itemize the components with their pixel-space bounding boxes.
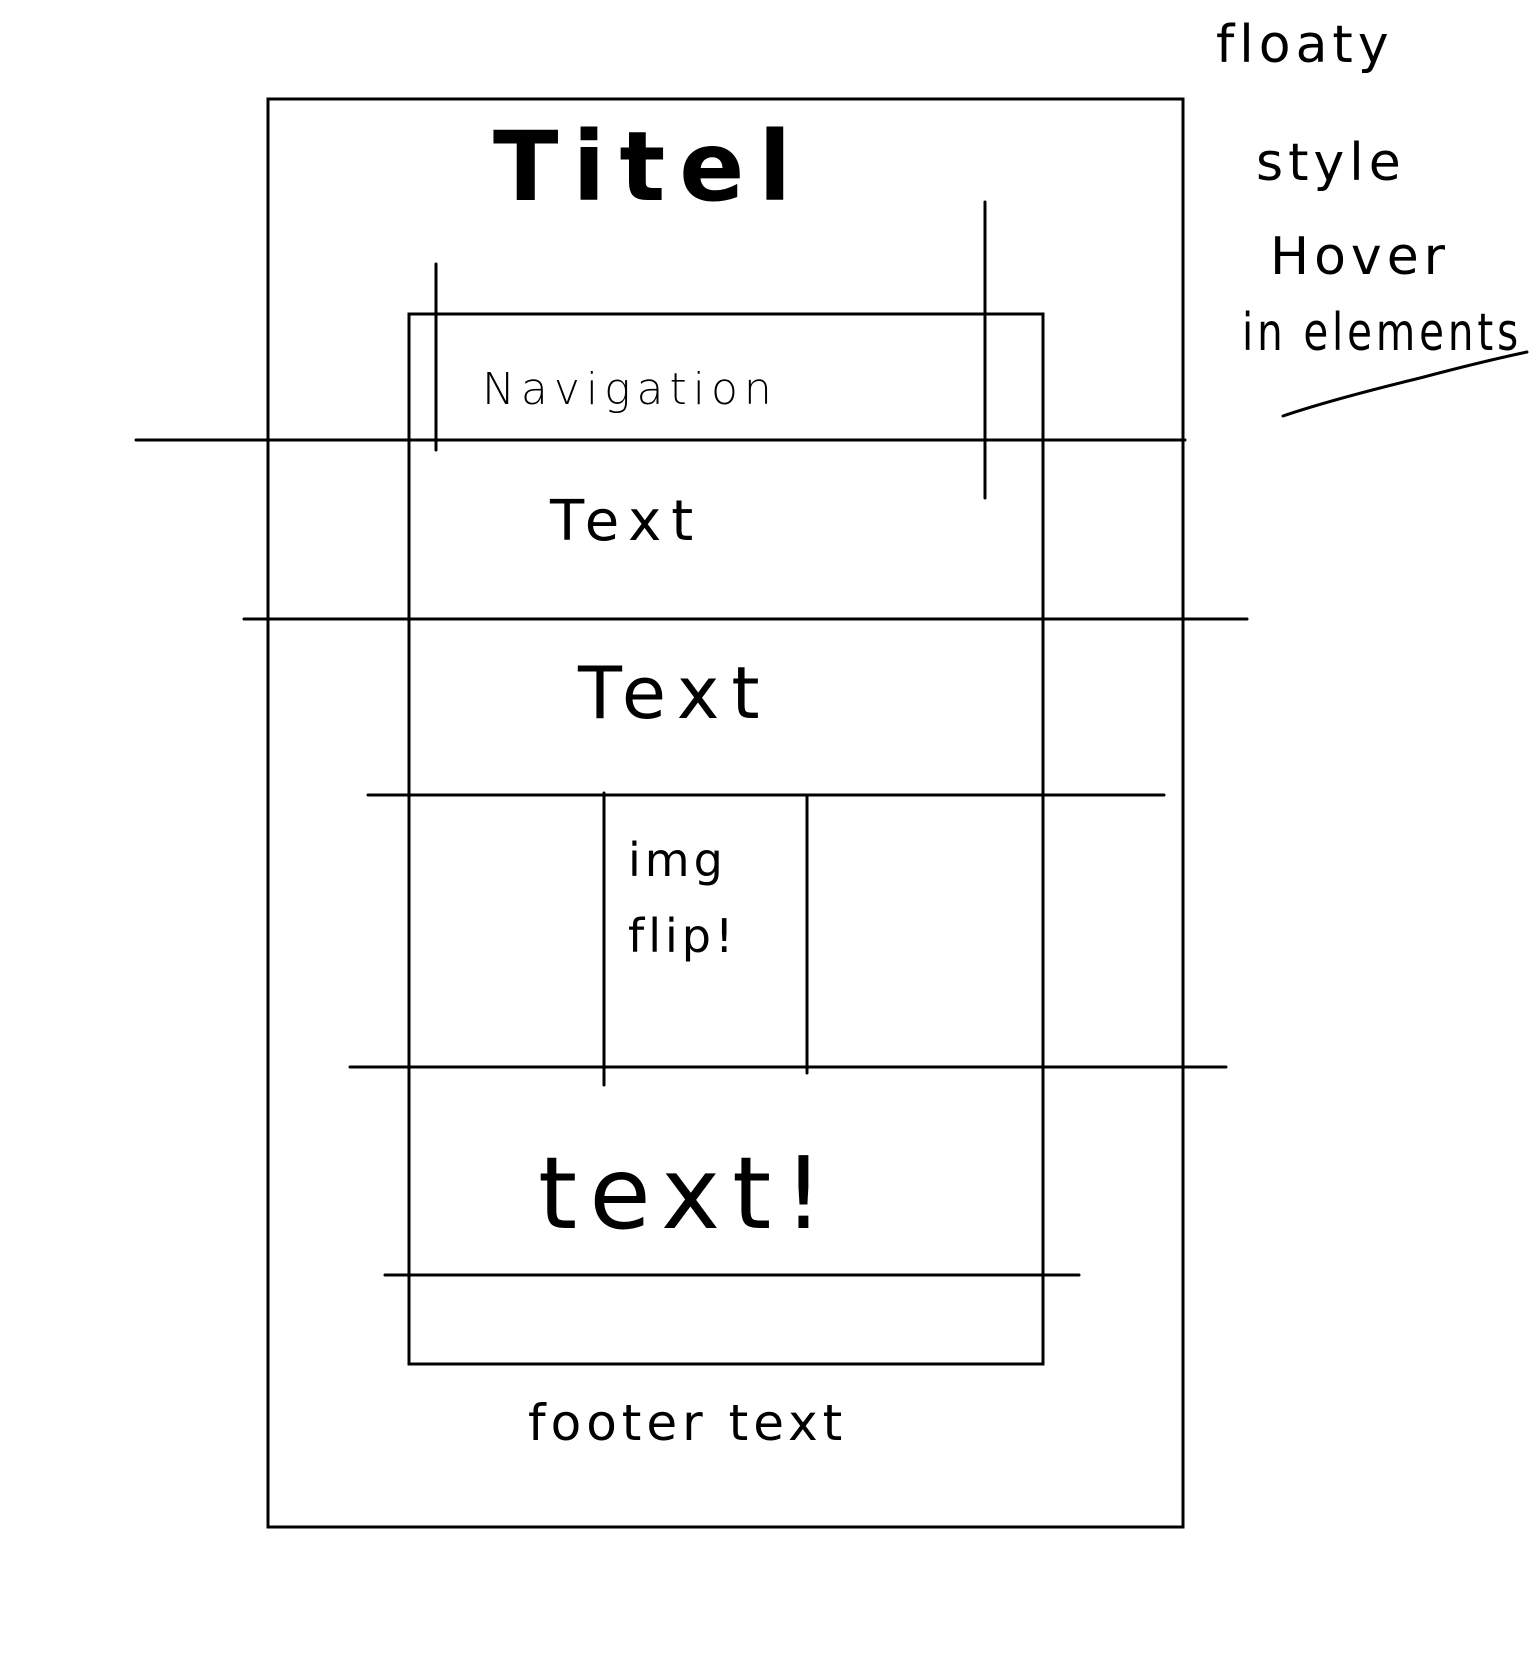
section-2-label: Text [577,651,772,735]
note-underline [1281,350,1529,418]
note-line-1: floaty [1216,15,1394,75]
section-1-label: Text [549,489,703,554]
page-title: Titel [493,111,805,223]
footer-label: footer text [528,1394,847,1452]
navigation-label: Navigation [482,364,778,415]
image-label-line1: img [628,833,727,887]
note-line-4: in elements [1242,303,1522,363]
note-line-2: style [1256,133,1406,193]
content-frame [407,312,1045,1366]
note-line-3: Hover [1270,227,1450,287]
image-label-line2: flip! [628,909,737,963]
page-frame [266,97,1185,1529]
section-3-label: text! [538,1135,835,1252]
